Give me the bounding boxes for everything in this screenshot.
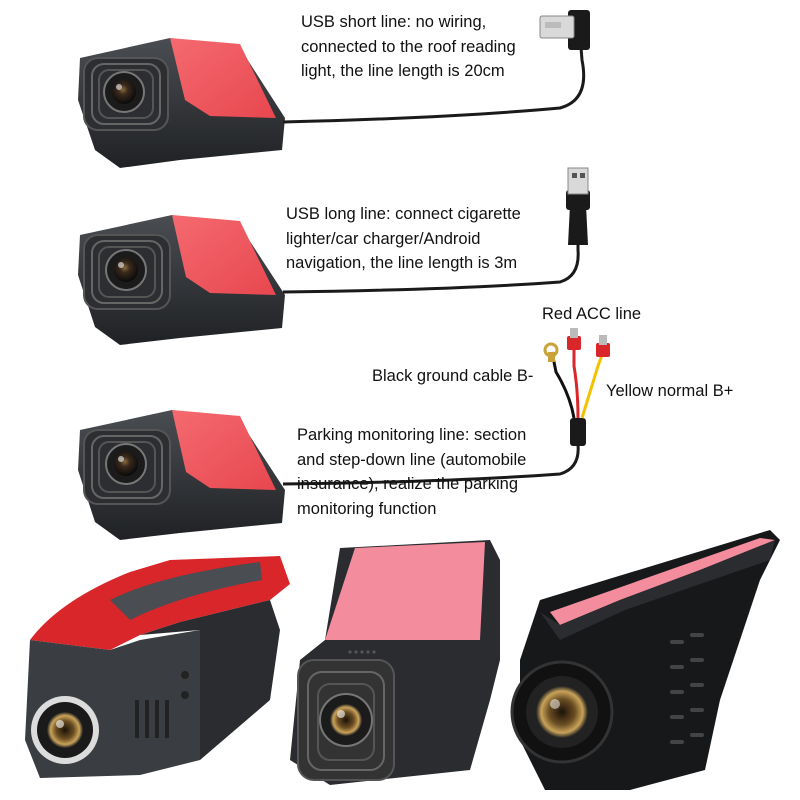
label-line: insurance), realize the parking (297, 475, 519, 493)
usb-short-cable (282, 34, 586, 124)
label-line: USB short line: no wiring, (301, 13, 487, 31)
dashcam-3 (78, 410, 285, 540)
step-down-module-icon (543, 328, 610, 446)
label-line: lighter/car charger/Android (286, 229, 481, 248)
dashcam-black-side-view (510, 530, 780, 790)
black-ground-label: Black ground cable B- (372, 367, 534, 385)
lens-icon (114, 258, 138, 282)
parking-cable (282, 444, 580, 486)
adhesive-pad (172, 410, 276, 490)
usb-right-angle-plug-icon (539, 10, 590, 50)
adhesive-pad (325, 542, 485, 640)
usb-a-plug-icon (566, 167, 590, 245)
yellow-normal-label: Yellow normal B+ (606, 382, 734, 400)
lens-icon (114, 452, 138, 476)
label-line: connected to the roof reading (301, 37, 516, 56)
adhesive-pad (550, 538, 775, 625)
dashcam-red-front-view (25, 556, 290, 778)
label-line: Parking monitoring line: section (297, 426, 527, 444)
lens-icon (47, 712, 83, 748)
label-line: and step-down line (automobile (297, 450, 527, 469)
label-line: USB long line: connect cigarette (286, 205, 521, 223)
label-line: light, the line length is 20cm (301, 62, 505, 80)
label-line: navigation, the line length is 3m (286, 254, 518, 272)
red-acc-label: Red ACC line (542, 305, 642, 323)
adhesive-pad (170, 38, 276, 118)
lens-icon (112, 80, 136, 104)
label-line: monitoring function (297, 499, 437, 518)
usb-long-line-label: USB long line: connect cigarette lighter… (286, 202, 521, 276)
dashcam-1 (78, 38, 285, 168)
usb-long-cable (282, 245, 580, 294)
dashcam-2 (78, 215, 285, 345)
lens-icon (330, 704, 362, 736)
usb-short-line-label: USB short line: no wiring, connected to … (301, 10, 516, 84)
parking-line-label: Parking monitoring line: section and ste… (297, 423, 526, 521)
dashcam-pink-pad-view (290, 540, 500, 785)
lens-icon (536, 686, 588, 738)
adhesive-pad (172, 215, 276, 295)
